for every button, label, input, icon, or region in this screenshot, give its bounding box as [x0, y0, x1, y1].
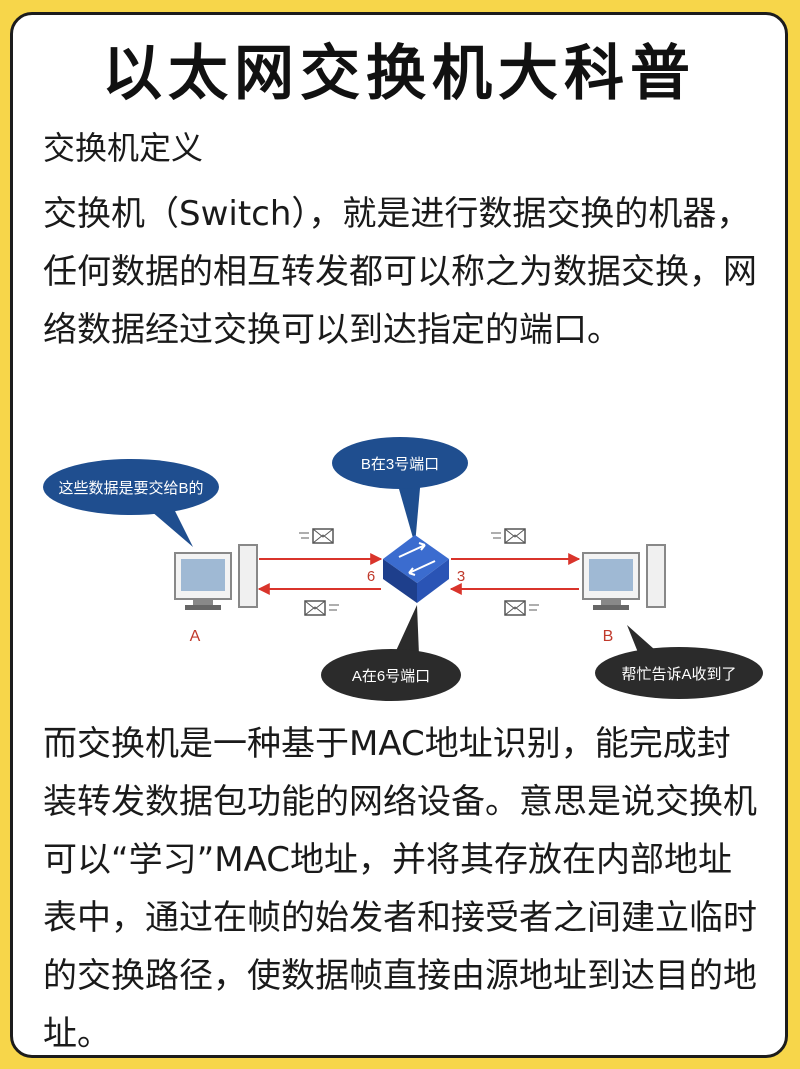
content-card: 以太网交换机大科普 交换机定义 交换机（Switch），就是进行数据交换的机器，… [10, 12, 788, 1058]
computer-a-label: A [190, 628, 201, 645]
port-label-6: 6 [367, 568, 375, 585]
envelope-icon [299, 528, 334, 544]
mac-paragraph: 而交换机是一种基于MAC地址识别，能完成封装转发数据包功能的网络设备。意思是说交… [43, 724, 757, 1054]
speech-bubble-b: 帮忙告诉A收到了 [595, 625, 763, 699]
definition-paragraph: 交换机（Switch），就是进行数据交换的机器，任何数据的相互转发都可以称之为数… [43, 194, 757, 350]
computer-a-icon [174, 544, 258, 610]
bubble-switch-bottom-text: A在6号端口 [352, 668, 430, 685]
section-heading: 交换机定义 [43, 129, 204, 167]
envelope-icon [304, 600, 339, 616]
computer-b-label: B [603, 628, 614, 645]
computer-b-icon [582, 544, 666, 610]
bubble-b-text: 帮忙告诉A收到了 [621, 666, 736, 683]
switch-icon [383, 535, 449, 603]
switch-diagram: 这些数据是要交给B的 B在3号端口 A B [43, 437, 763, 701]
speech-bubble-switch-top: B在3号端口 [332, 437, 468, 545]
bubble-switch-top-text: B在3号端口 [361, 456, 439, 473]
page-title: 以太网交换机大科普 [102, 39, 696, 109]
speech-bubble-a: 这些数据是要交给B的 [43, 459, 219, 547]
speech-bubble-switch-bottom: A在6号端口 [321, 605, 461, 701]
envelope-icon [491, 528, 526, 544]
bubble-a-text: 这些数据是要交给B的 [58, 479, 203, 497]
envelope-icon [504, 600, 539, 616]
port-label-3: 3 [457, 568, 465, 585]
